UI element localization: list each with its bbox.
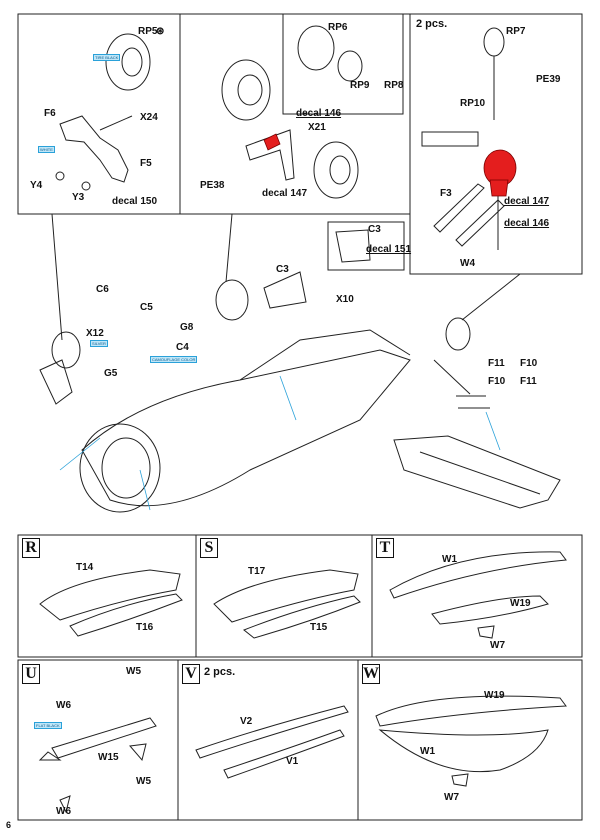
part-c5: C5 bbox=[140, 302, 153, 313]
rp7-count: 2 pcs. bbox=[416, 18, 448, 30]
section-r-badge: R bbox=[22, 538, 40, 558]
part-w19-w: W19 bbox=[484, 690, 505, 701]
decal-147-rp7: decal 147 bbox=[504, 196, 550, 207]
part-w19-t: W19 bbox=[510, 598, 531, 609]
f11-to-f10-from: F11 bbox=[488, 358, 505, 369]
part-v2: V2 bbox=[240, 716, 253, 727]
page-number: 6 bbox=[6, 820, 12, 830]
part-t15: T15 bbox=[310, 622, 328, 633]
part-y3: Y3 bbox=[72, 192, 85, 203]
decal-146: decal 146 bbox=[296, 108, 342, 119]
part-f5: F5 bbox=[140, 158, 152, 169]
rp5-paint-white: WHITE bbox=[38, 146, 55, 153]
part-rp10: RP10 bbox=[460, 98, 486, 109]
part-f6: F6 bbox=[44, 108, 56, 119]
part-f3: F3 bbox=[440, 188, 452, 199]
part-c6: C6 bbox=[96, 284, 109, 295]
part-w1-w: W1 bbox=[420, 746, 435, 757]
section-u-badge: U bbox=[22, 664, 40, 684]
part-w5-bottom: W5 bbox=[136, 776, 151, 787]
decal-150: decal 150 bbox=[112, 196, 158, 207]
decal-146-rp7: decal 146 bbox=[504, 218, 550, 229]
part-w1-t: W1 bbox=[442, 554, 457, 565]
part-w6-top: W6 bbox=[56, 700, 71, 711]
part-c4: C4 bbox=[176, 342, 189, 353]
part-pe38: PE38 bbox=[200, 180, 225, 191]
part-t16: T16 bbox=[136, 622, 154, 633]
rp5-label: RP5 bbox=[138, 26, 158, 37]
part-y4: Y4 bbox=[30, 180, 43, 191]
part-w6-bottom: W6 bbox=[56, 806, 71, 817]
section-v-count: 2 pcs. bbox=[204, 666, 236, 678]
part-pe39: PE39 bbox=[536, 74, 561, 85]
red-highlight-part bbox=[263, 133, 281, 151]
part-g5: G5 bbox=[104, 368, 118, 379]
camo-color-callout: CAMOUFLAGE COLOR bbox=[150, 356, 198, 363]
part-c3: C3 bbox=[276, 264, 289, 275]
section-v-badge: V bbox=[182, 664, 200, 684]
decal-147-rp6: decal 147 bbox=[262, 188, 308, 199]
flat-black-callout: FLAT BLACK bbox=[34, 722, 62, 729]
part-w5-top: W5 bbox=[126, 666, 141, 677]
part-w4: W4 bbox=[460, 258, 475, 269]
section-w-badge: W bbox=[362, 664, 380, 684]
silver-callout: SILVER bbox=[90, 340, 108, 347]
f11-to-f10-to: F10 bbox=[520, 358, 538, 369]
rp8-label: RP8 bbox=[384, 80, 404, 91]
part-x12: X12 bbox=[86, 328, 104, 339]
part-t14: T14 bbox=[76, 562, 94, 573]
rp6-label: RP6 bbox=[328, 22, 348, 33]
part-w7-w: W7 bbox=[444, 792, 459, 803]
rp9-label: RP9 bbox=[350, 80, 370, 91]
part-t17: T17 bbox=[248, 566, 266, 577]
part-c3-detail: C3 bbox=[368, 224, 381, 235]
section-t-badge: T bbox=[376, 538, 394, 558]
part-v1: V1 bbox=[286, 756, 299, 767]
f10-to-f11-to: F11 bbox=[520, 376, 537, 387]
rp7-label: RP7 bbox=[506, 26, 526, 37]
decal-151: decal 151 bbox=[366, 244, 412, 255]
part-w15: W15 bbox=[98, 752, 119, 763]
part-w7-t: W7 bbox=[490, 640, 505, 651]
part-g8: G8 bbox=[180, 322, 194, 333]
part-x24: X24 bbox=[140, 112, 158, 123]
section-s-badge: S bbox=[200, 538, 218, 558]
part-x10: X10 bbox=[336, 294, 354, 305]
rp5-instruction-icon: ⊛ bbox=[156, 26, 165, 37]
part-x21: X21 bbox=[308, 122, 326, 133]
f10-to-f11-from: F10 bbox=[488, 376, 506, 387]
rp5-paint-tire: TIRE BLACK bbox=[93, 54, 121, 61]
